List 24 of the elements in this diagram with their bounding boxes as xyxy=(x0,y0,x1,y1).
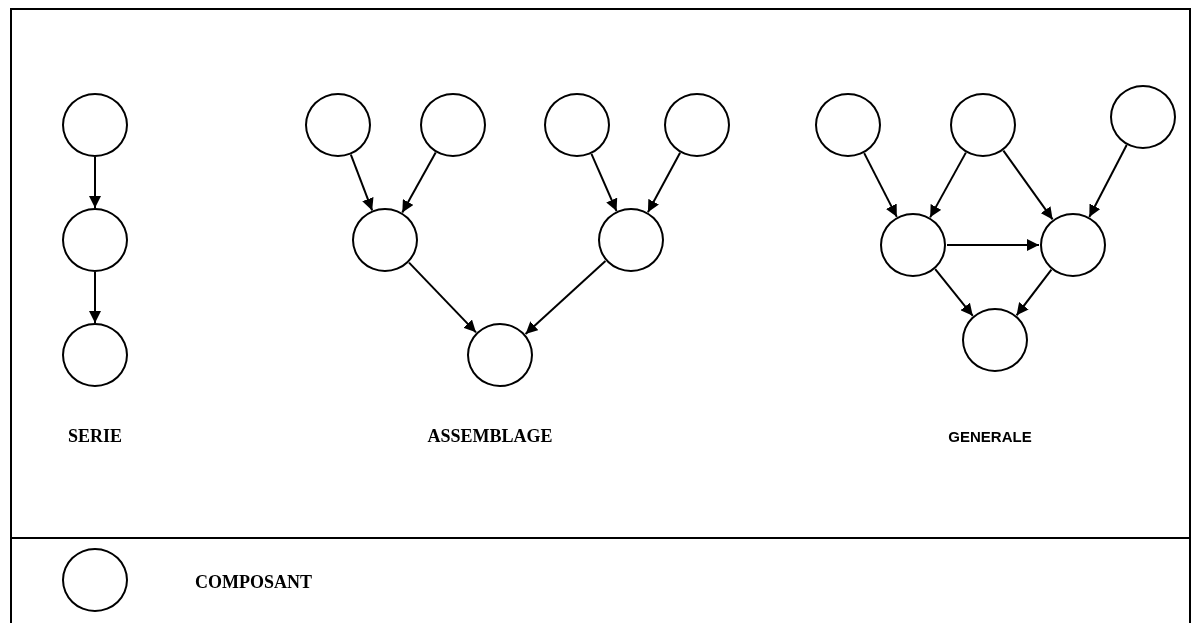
arrow xyxy=(946,239,1040,251)
component-circle xyxy=(467,323,533,387)
arrow xyxy=(401,151,437,214)
arrow xyxy=(934,268,974,317)
arrow xyxy=(929,151,967,219)
section-label: ASSEMBLAGE xyxy=(427,425,553,447)
component-circle xyxy=(352,208,418,272)
component-circle xyxy=(1040,213,1106,277)
arrow xyxy=(1002,149,1054,221)
component-circle xyxy=(598,208,664,272)
arrow xyxy=(1088,144,1128,218)
arrow xyxy=(590,152,618,213)
section-label: GENERALE xyxy=(948,427,1032,445)
arrow xyxy=(89,271,101,324)
arrow xyxy=(646,151,682,214)
component-circle xyxy=(962,308,1028,372)
arrow xyxy=(408,261,477,334)
arrow xyxy=(89,156,101,209)
arrow xyxy=(349,153,374,212)
arrow xyxy=(524,260,607,335)
arrow xyxy=(863,152,898,218)
section-label: SERIE xyxy=(68,425,122,447)
legend-label: COMPOSANT xyxy=(195,572,312,593)
arrow xyxy=(1015,268,1053,317)
